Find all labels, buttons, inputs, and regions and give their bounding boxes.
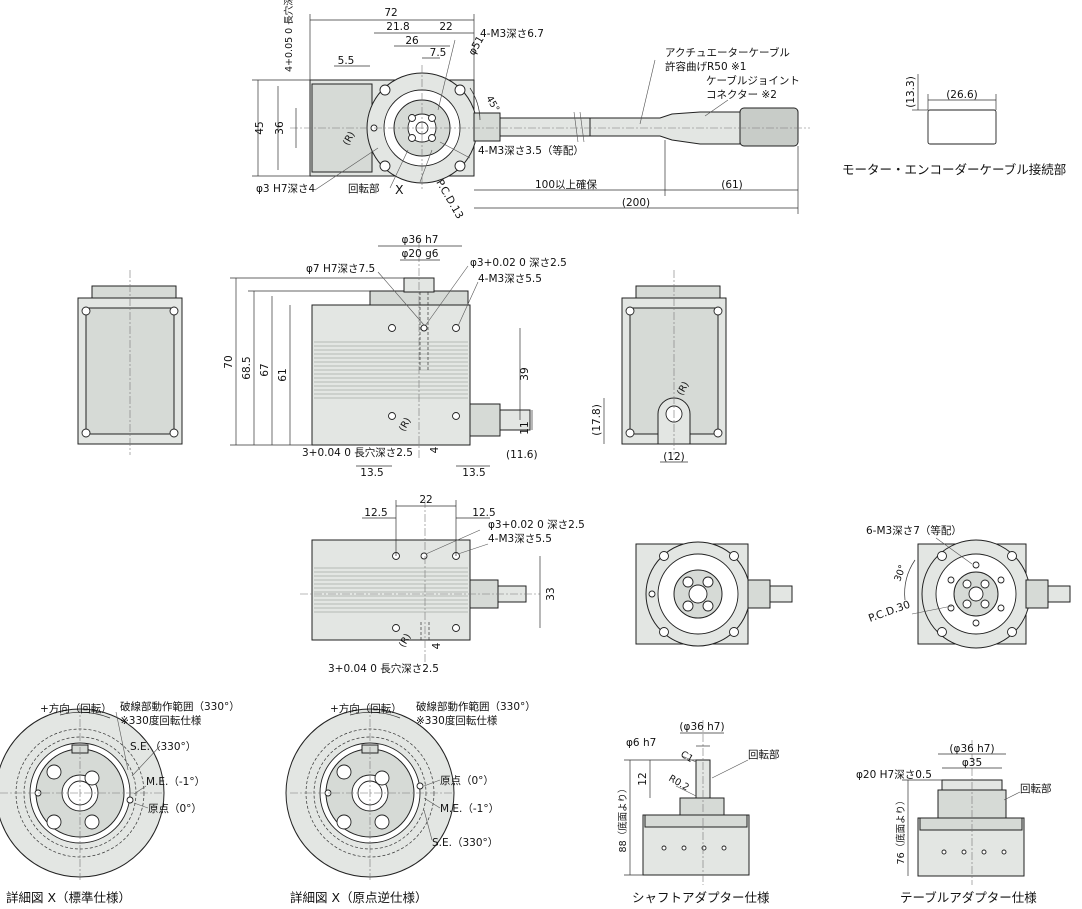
std-range: 破線部動作範囲（330°） [120,700,240,713]
pcd30-label: P.C.D.30 [867,599,912,625]
bottom-dim-4: 4 [431,642,443,649]
connector-width: (26.6) [946,89,978,101]
shaft-c1: C1 [679,749,695,765]
rev-direction: +方向（回転） [330,702,402,715]
top-view: 72 21.8 22 26 7.5 5.5 45 36 4+0.05 0 長穴深… [252,0,810,221]
phi20-label: φ20 g6 [402,248,439,260]
table-adapter-side-view: (φ36 h7) φ35 φ20 H7深さ0.5 回転部 76（底面より） テー… [856,740,1052,905]
joint-label-1: ケーブルジョイント [706,74,800,87]
shaft-dim-12: 12 [637,772,649,785]
table-h76: 76（底面より） [895,796,907,865]
std-direction: +方向（回転） [40,702,112,715]
std-caption: 詳細図 X（標準仕様） [6,890,131,905]
bottom-phi3-label: φ3+0.02 0 深さ2.5 [488,519,585,531]
dim-61: 61 [277,368,289,381]
bottom-dim-12-5-right: 12.5 [472,507,495,519]
angle-45-label: 45° [483,94,501,114]
dim-61: (61) [721,179,743,191]
table-phi35: φ35 [962,757,982,769]
bottom-m3-label: 4-M3深さ5.5 [488,533,552,545]
phi36-label: φ36 h7 [402,234,439,246]
bottom-dim-22: 22 [419,494,432,506]
rev-origin: 原点（0°） [440,775,494,787]
connector-height: (13.3) [905,76,917,108]
m3-6-label: 6-M3深さ7（等配） [866,524,962,537]
detail-x-reverse: +方向（回転） 破線部動作範囲（330°） ※330度回転仕様 原点（0°） M… [285,700,536,905]
rev-me: M.E.（-1°） [440,803,499,815]
dim-17-8: (17.8) [591,404,603,436]
table-phi36: (φ36 h7) [949,743,994,755]
dim-12: (12) [663,451,685,463]
bottom-view-fins [314,567,468,613]
pcd13-label: P.C.D.13 [433,178,465,222]
dim-45: 45 [254,121,266,134]
joint-label-2: コネクター ※2 [706,89,777,101]
front-view-fins [314,341,468,399]
dim-7-5: 7.5 [430,47,447,59]
dim-21-8: 21.8 [386,21,409,33]
dim-67: 67 [259,363,271,376]
shaft-phi6: φ6 h7 [626,737,656,749]
shaft-rot: 回転部 [748,748,780,761]
m3-5-5-label: 4-M3深さ5.5 [478,273,542,285]
front-slot-label: 3+0.04 0 長穴深さ2.5 [302,446,413,459]
shaft-adapter-side-view: (φ36 h7) φ6 h7 C1 回転部 12 R0.2 88（底面より） シ… [617,720,780,905]
dim-200: (200) [622,197,650,209]
m3-3-5-label: 4-M3深さ3.5（等配） [478,144,584,157]
bottom-slot-label: 3+0.04 0 長穴深さ2.5 [328,662,439,675]
detail-x-marker: X [395,182,404,197]
phi3-top-label: φ3+0.02 0 深さ2.5 [470,257,567,269]
dim-4: 4 [429,446,441,453]
front-view: φ36 h7 φ20 g6 φ7 H7深さ7.5 φ3+0.02 0 深さ2.5… [223,234,567,479]
dim-13-5-right: 13.5 [462,467,485,479]
std-spec: ※330度回転仕様 [120,714,202,727]
bottom-dim-33: 33 [545,587,557,600]
table-caption: テーブルアダプター仕様 [900,890,1037,905]
slot-left-label: 4+0.05 0 長穴深さ4 [283,0,295,72]
rev-caption: 詳細図 X（原点逆仕様） [290,890,428,905]
shaft-caption: シャフトアダプター仕様 [632,890,770,905]
shaft-h88: 88（底面より） [617,784,629,853]
dim-26: 26 [405,35,419,47]
rev-se: S.E.（330°） [432,837,498,849]
dim-72: 72 [384,7,397,19]
m3-6-7-label: 4-M3深さ6.7 [480,28,544,40]
cable-title-2: 許容曲げR50 ※1 [665,60,746,73]
connector-view: (26.6) (13.3) モーター・エンコーダーケーブル接続部 [842,74,1066,177]
dim-39: 39 [519,367,531,380]
right-side-view: (17.8) (12) (R) [591,270,727,463]
dim-22: 22 [439,21,452,33]
dim-70: 70 [223,355,235,368]
table-phi20: φ20 H7深さ0.5 [856,769,932,781]
rotating-part-label: 回転部 [348,182,380,195]
phi3-label: φ3 H7深さ4 [256,183,316,195]
detail-x-standard: +方向（回転） 破線部動作範囲（330°） ※330度回転仕様 S.E.（330… [0,700,240,905]
angle-30-label: 30° [892,563,908,583]
table-adapter-top-view: 6-M3深さ7（等配） 30° P.C.D.30 [866,524,1071,649]
table-rot: 回転部 [1020,782,1052,795]
std-se: S.E.（330°） [130,741,196,753]
std-origin: 原点（0°） [148,803,202,815]
dim-36: 36 [274,121,286,135]
shaft-phi36: (φ36 h7) [679,721,724,733]
shaft-adapter-top-view [635,541,793,647]
connector-caption: モーター・エンコーダーケーブル接続部 [842,162,1066,177]
dim-5-5: 5.5 [338,55,355,67]
dim-100: 100以上確保 [535,178,598,191]
cable-title-1: アクチュエーターケーブル [665,46,790,59]
dim-11: 11 [519,421,531,434]
dim-11-6: (11.6) [506,449,538,461]
left-side-view [77,270,183,455]
rev-range: 破線部動作範囲（330°） [416,700,536,713]
phi7-label: φ7 H7深さ7.5 [306,263,375,275]
bottom-dim-12-5-left: 12.5 [364,507,387,519]
shaft-r02: R0.2 [667,773,691,793]
dim-13-5-left: 13.5 [360,467,383,479]
rev-spec: ※330度回転仕様 [416,714,498,727]
std-me: M.E.（-1°） [146,776,205,788]
dim-68-5: 68.5 [241,356,253,379]
bottom-view: 22 12.5 12.5 φ3+0.02 0 深さ2.5 4-M3深さ5.5 3… [300,494,585,675]
